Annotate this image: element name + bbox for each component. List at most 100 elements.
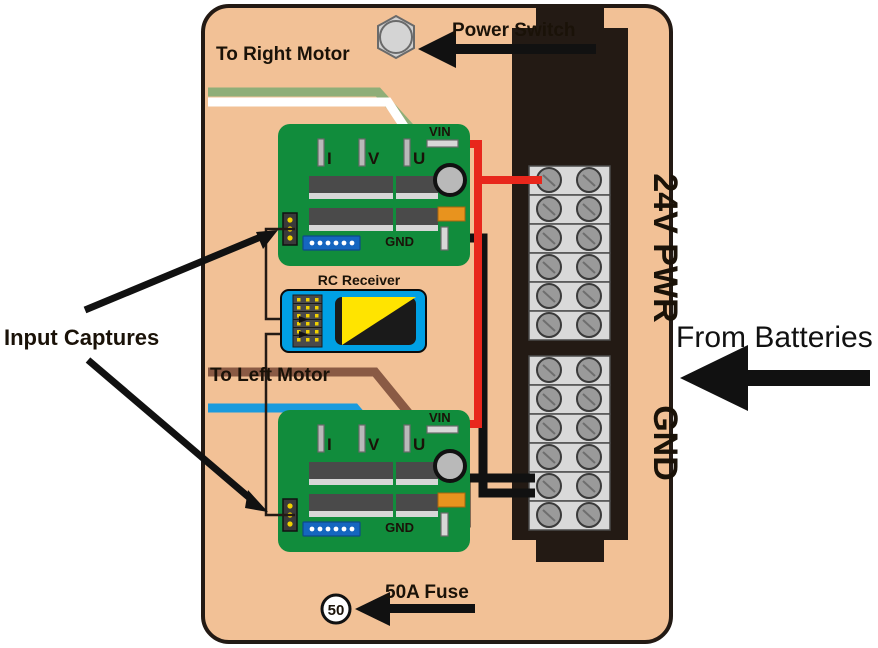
header-pin [287,503,293,509]
connector-pin [325,240,331,246]
signal-arrow-right [299,316,308,323]
vin-label: VIN [429,124,451,139]
wire-left-motor-u [208,367,419,424]
fuse-rating-text: 50 [328,602,345,619]
component-lead [396,193,438,199]
motor-controller-board-left[interactable]: I V U VIN GND [278,410,470,552]
terminal-row[interactable] [528,223,611,254]
component-lead [351,479,393,485]
orange-component [437,492,466,508]
gnd-label: GND [385,520,414,535]
arrow-head [245,490,268,512]
component-lead [309,193,351,199]
component-lead [351,193,393,199]
phase-label-i: I [327,435,332,454]
rc-receiver-label: RC Receiver [318,272,401,288]
vin-label: VIN [429,410,451,425]
terminal-row[interactable] [528,442,611,473]
fuse[interactable]: 50 [320,593,352,625]
component-lead [351,225,393,231]
terminal-row[interactable] [528,355,611,386]
terminal-row[interactable] [528,194,611,225]
fuse-label: 50A Fuse [385,582,469,603]
vin-pad[interactable] [426,425,459,434]
connector-pin [309,240,315,246]
connector-pin [309,526,315,532]
input-captures-callout: Input Captures [4,230,278,512]
to-right-motor-label: To Right Motor [216,44,350,65]
phase-label-v: V [368,435,380,454]
phase-terminal-i[interactable] [317,138,325,167]
connector-pin [325,526,331,532]
phase-terminal-i[interactable] [317,424,325,453]
phase-label-v: V [368,149,380,168]
blue-connector[interactable] [302,235,361,251]
phase-label-u: U [413,435,425,454]
power-switch[interactable] [377,14,415,60]
arrow-shaft [385,604,475,613]
terminal-row[interactable] [528,471,611,502]
connector-pin [341,240,347,246]
to-left-motor-label: To Left Motor [210,365,331,386]
component-mosfet [396,208,438,230]
arrow-shaft [85,357,255,503]
phase-terminal-v[interactable] [358,138,366,167]
phase-terminal-u[interactable] [403,424,411,453]
gnd-label: GND [385,234,414,249]
terminal-row[interactable] [528,310,611,341]
terminal-row[interactable] [528,413,611,444]
arrow-head [418,30,456,68]
terminal-row[interactable] [528,500,611,531]
connector-pin [317,526,323,532]
motor-controller-board-right[interactable]: I V U VIN GND [278,124,470,266]
connector-pin [333,526,339,532]
phase-terminal-v[interactable] [358,424,366,453]
component-mosfet [396,462,438,484]
component-lead [396,225,438,231]
component-lead [351,511,393,517]
power-switch-callout: Power Switch [418,20,596,68]
component-lead [396,511,438,517]
orange-component [437,206,466,222]
arrow-head [355,592,390,626]
component-mosfet [351,462,393,484]
terminal-row[interactable] [528,252,611,283]
receiver-display-highlight [342,297,416,345]
component-mosfet [309,208,351,230]
component-mosfet [351,494,393,516]
component-mosfet [351,208,393,230]
terminal-group-24v [528,165,611,341]
component-mosfet [351,176,393,198]
header-pin [287,235,293,241]
terminal-row[interactable] [528,384,611,415]
rc-receiver[interactable]: RC Receiver [280,272,427,353]
arrow-head [680,345,748,411]
phase-label-u: U [413,149,425,168]
signal-arrow-left [299,331,308,338]
connector-pin [349,240,355,246]
capacitor [433,163,467,197]
capacitor [433,449,467,483]
power-switch-label: Power Switch [452,20,576,41]
terminal-group-gnd [528,355,611,531]
component-mosfet [309,494,351,516]
connector-pin [333,240,339,246]
component-lead [309,225,351,231]
terminal-row[interactable] [528,165,611,196]
component-mosfet [396,176,438,198]
power-switch-button[interactable] [379,20,413,54]
vin-pad[interactable] [426,139,459,148]
phase-terminal-u[interactable] [403,138,411,167]
blue-connector[interactable] [302,521,361,537]
gnd-pad[interactable] [440,226,449,251]
gnd-pad[interactable] [440,512,449,537]
component-mosfet [396,494,438,516]
terminal-label-gnd: GND [646,405,684,481]
terminal-row[interactable] [528,281,611,312]
header-pin [287,521,293,527]
component-lead [309,511,351,517]
header-pin [287,217,293,223]
from-batteries-callout: From Batteries [676,321,873,411]
component-lead [396,479,438,485]
